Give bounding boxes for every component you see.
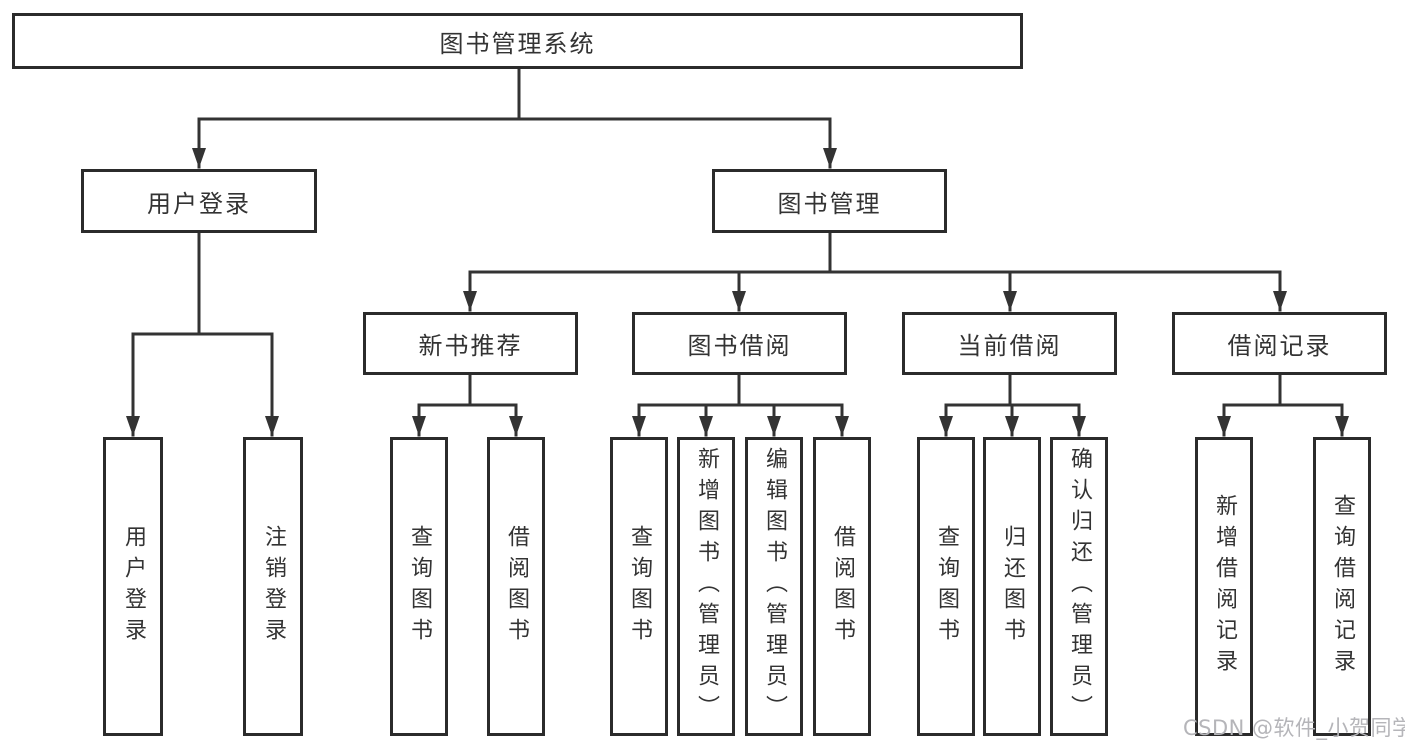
node-new-book-recommend: 新书推荐	[363, 312, 578, 375]
leaf-label: 注销登录	[261, 524, 286, 649]
module-2-connectors	[939, 373, 1086, 437]
node-user-login: 用户登录	[81, 169, 317, 233]
node-root: 图书管理系统	[12, 13, 1023, 69]
module-3-connectors	[1217, 373, 1349, 437]
leaf-label: 查询图书	[934, 524, 959, 649]
csdn-watermark: CSDN @软件_小贺同学	[1183, 716, 1405, 740]
leaf-label: 编辑图书（管理员）	[762, 447, 787, 726]
leaf-edit-book-admin: 编辑图书（管理员）	[745, 437, 803, 736]
leaf-label: 查询借阅记录	[1330, 493, 1355, 680]
leaf-label: 新增图书（管理员）	[694, 447, 719, 726]
leaf-user-login: 用户登录	[103, 437, 163, 736]
leaf-borrow-book-2: 借阅图书	[813, 437, 871, 736]
module-0-connectors	[412, 373, 523, 437]
leaf-query-book-2: 查询图书	[610, 437, 668, 736]
leaf-label: 确认归还（管理员）	[1067, 447, 1092, 726]
node-borrow-records: 借阅记录	[1172, 312, 1387, 375]
node-book-management: 图书管理	[712, 169, 947, 233]
leaf-borrow-book-1: 借阅图书	[487, 437, 545, 736]
leaf-label: 查询图书	[627, 524, 652, 649]
leaf-add-borrow-record: 新增借阅记录	[1195, 437, 1253, 736]
mgmt-connectors	[463, 231, 1287, 312]
leaf-add-book-admin: 新增图书（管理员）	[677, 437, 735, 736]
leaf-query-borrow-record: 查询借阅记录	[1313, 437, 1371, 736]
module-1-connectors	[632, 373, 849, 437]
leaf-confirm-return-admin: 确认归还（管理员）	[1050, 437, 1108, 736]
leaf-label: 归还图书	[1000, 524, 1025, 649]
leaf-return-book: 归还图书	[983, 437, 1041, 736]
node-current-borrow: 当前借阅	[902, 312, 1117, 375]
node-book-borrow: 图书借阅	[632, 312, 847, 375]
leaf-label: 新增借阅记录	[1212, 493, 1237, 680]
leaf-label: 借阅图书	[504, 524, 529, 649]
leaf-label: 用户登录	[121, 524, 146, 649]
leaf-label: 查询图书	[407, 524, 432, 649]
leaf-query-book-1: 查询图书	[390, 437, 448, 736]
leaf-label: 借阅图书	[830, 524, 855, 649]
login-connectors	[126, 231, 279, 437]
leaf-logout: 注销登录	[243, 437, 303, 736]
root-connectors	[192, 67, 837, 169]
leaf-query-book-3: 查询图书	[917, 437, 975, 736]
